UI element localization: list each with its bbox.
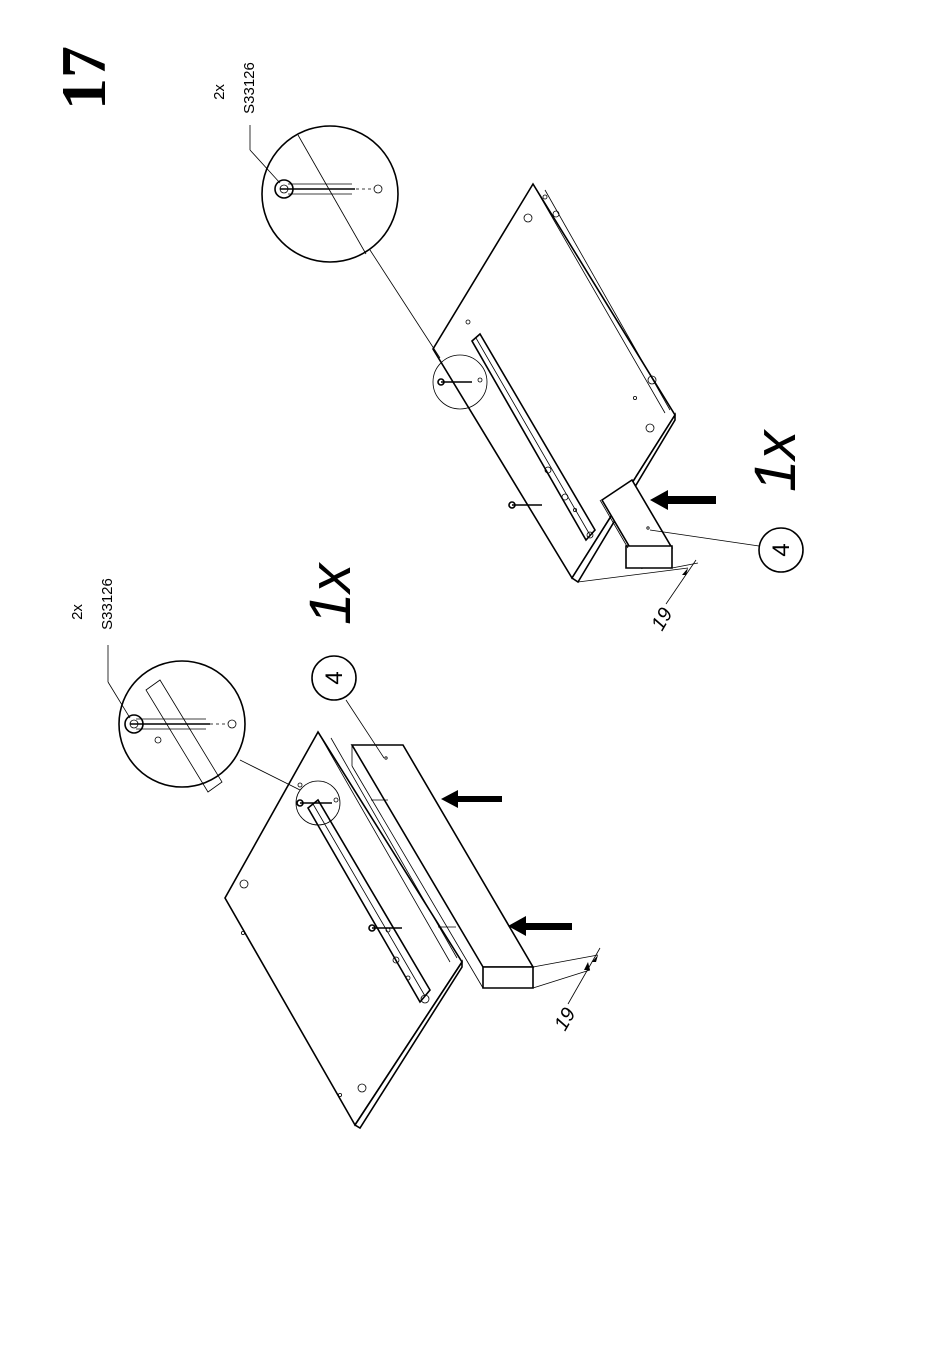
- right-dimension-text: 19: [647, 604, 677, 634]
- left-part-number: 4: [321, 671, 348, 684]
- left-dimension: 19: [533, 948, 600, 1035]
- step-number-text: 17: [48, 46, 119, 110]
- left-screw-code: S33126: [99, 578, 116, 630]
- step-number: 17: [48, 46, 119, 110]
- left-quantity: 1x: [298, 562, 363, 625]
- right-quantity: 1x: [743, 429, 808, 492]
- left-screw-count-text: 2x: [69, 604, 86, 620]
- right-part-number: 4: [768, 543, 795, 556]
- right-screw-detail: [250, 125, 398, 262]
- right-screw-code: S33126: [241, 62, 258, 114]
- right-detail-leader: [370, 250, 440, 358]
- left-screw-count: 2x: [69, 604, 86, 620]
- right-screw-count: 2x: [211, 84, 228, 100]
- left-quantity-text: 1x: [298, 562, 363, 625]
- left-arrow-2: [508, 916, 572, 936]
- right-screw-code-text: S33126: [241, 62, 258, 114]
- left-assembly: 19 4 1x 2x: [69, 562, 600, 1128]
- left-dimension-text: 19: [550, 1004, 580, 1034]
- right-dimension: 19: [578, 560, 698, 635]
- right-quantity-text: 1x: [743, 429, 808, 492]
- left-detail-leader: [240, 760, 300, 790]
- left-screw-detail: [108, 645, 245, 792]
- right-assembly: 19 4 1x 2x S33126: [211, 62, 808, 634]
- left-arrow-1: [441, 790, 502, 808]
- left-screw-code-text: S33126: [99, 578, 116, 630]
- right-arrow: [650, 490, 716, 510]
- right-part-bubble: 4: [650, 528, 803, 572]
- right-screw-count-text: 2x: [211, 84, 228, 100]
